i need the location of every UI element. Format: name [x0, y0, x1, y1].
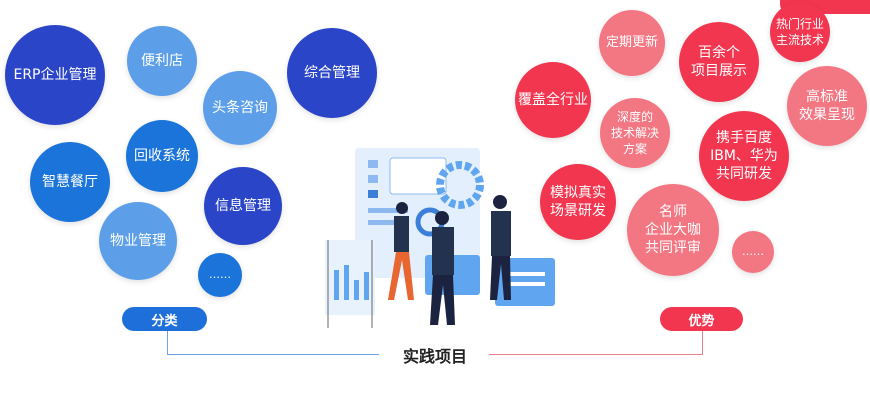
blue-connector	[167, 331, 379, 355]
category-more[interactable]: ……	[198, 253, 242, 297]
advantage-coverage: 覆盖全行业	[515, 62, 591, 138]
advantage-hot-tech: 热门行业 主流技术	[770, 2, 830, 62]
category-label: 分类	[122, 307, 207, 331]
category-recycle[interactable]: 回收系统	[126, 120, 198, 192]
advantage-more: ……	[732, 231, 774, 273]
category-info[interactable]: 信息管理	[204, 167, 282, 245]
advantage-projects: 百余个 项目展示	[679, 22, 759, 102]
advantage-solutions: 深度的 技术解决 方案	[600, 98, 670, 168]
advantage-updates: 定期更新	[599, 10, 665, 76]
category-erp[interactable]: ERP企业管理	[5, 25, 105, 125]
advantage-label: 优势	[660, 307, 743, 331]
advantage-standard: 高标准 效果呈现	[787, 66, 867, 146]
category-news[interactable]: 头条咨询	[203, 71, 277, 145]
category-property[interactable]: 物业管理	[99, 202, 177, 280]
team-illustration	[325, 148, 555, 328]
category-integrated[interactable]: 综合管理	[287, 28, 377, 118]
advantage-simulation: 模拟真实 场景研发	[540, 164, 616, 240]
red-connector	[489, 331, 703, 355]
center-title: 实践项目	[402, 347, 467, 366]
advantage-review: 名师 企业大咖 共同评审	[627, 184, 719, 276]
category-restaurant[interactable]: 智慧餐厅	[30, 142, 110, 222]
category-store[interactable]: 便利店	[127, 26, 197, 96]
advantage-partners: 携手百度 IBM、华为 共同研发	[699, 111, 789, 201]
